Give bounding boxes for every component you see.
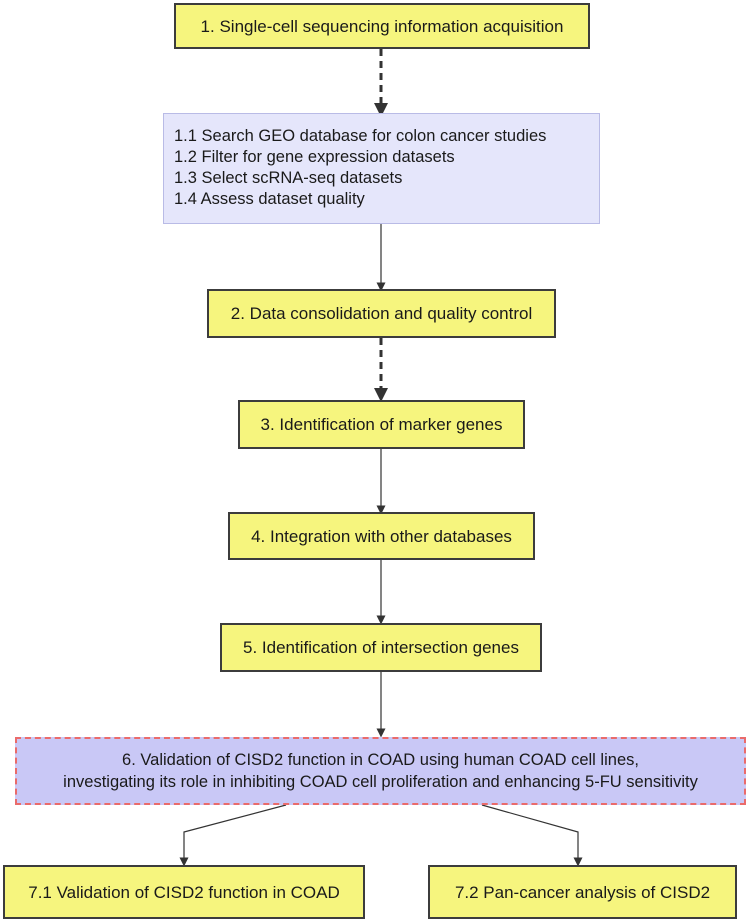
arrow-6-to-7-2 xyxy=(481,804,583,867)
substep-1-4: 1.4 Assess dataset quality xyxy=(174,190,365,208)
step-5-box: 5. Identification of intersection genes xyxy=(220,623,542,672)
step-1-substeps-box: 1.1 Search GEO database for colon cancer… xyxy=(163,113,600,224)
step-3-box: 3. Identification of marker genes xyxy=(238,400,525,449)
step-1-box: 1. Single-cell sequencing information ac… xyxy=(174,3,590,49)
step-7-2-box: 7.2 Pan-cancer analysis of CISD2 xyxy=(428,865,737,919)
arrow-6-to-7-1 xyxy=(179,804,287,867)
step-7-1-box: 7.1 Validation of CISD2 function in COAD xyxy=(3,865,365,919)
step-5-label: 5. Identification of intersection genes xyxy=(243,638,519,657)
step-6-box: 6. Validation of CISD2 function in COAD … xyxy=(15,737,746,805)
step-3-label: 3. Identification of marker genes xyxy=(260,415,503,434)
step-1-label: 1. Single-cell sequencing information ac… xyxy=(200,16,564,36)
step-4-box: 4. Integration with other databases xyxy=(228,512,535,560)
step-6-line-2: investigating its role in inhibiting COA… xyxy=(63,773,698,791)
step-7-2-label: 7.2 Pan-cancer analysis of CISD2 xyxy=(454,882,711,902)
step-7-1-label: 7.1 Validation of CISD2 function in COAD xyxy=(28,882,340,902)
step-6-line-1: 6. Validation of CISD2 function in COAD … xyxy=(122,751,639,769)
substep-1-1: 1.1 Search GEO database for colon cancer… xyxy=(174,127,547,145)
substep-1-3: 1.3 Select scRNA-seq datasets xyxy=(174,169,403,187)
step-2-label: 2. Data consolidation and quality contro… xyxy=(230,304,533,323)
step-2-box: 2. Data consolidation and quality contro… xyxy=(207,289,556,338)
step-4-label: 4. Integration with other databases xyxy=(251,526,512,546)
substep-1-2: 1.2 Filter for gene expression datasets xyxy=(174,148,455,166)
